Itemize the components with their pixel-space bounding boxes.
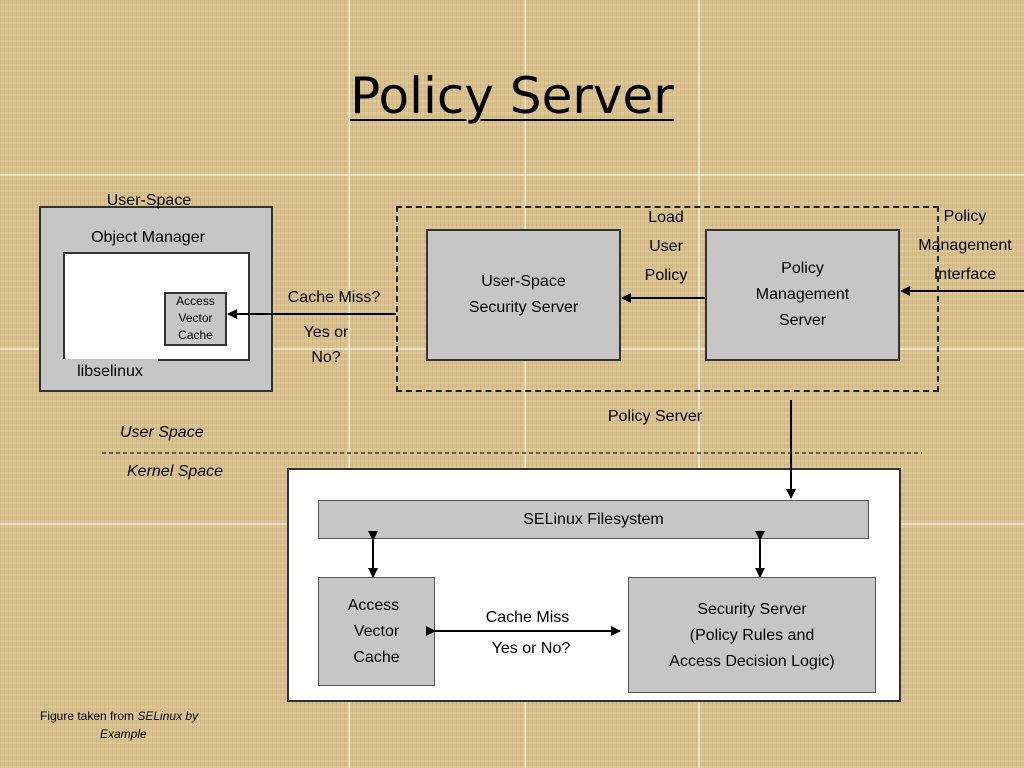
kernel-avc-line-3: Cache (353, 649, 400, 666)
avc-small-line-2: Vector (178, 311, 213, 325)
policy-management-server-box (705, 229, 900, 361)
load-user-policy-line-2: User (649, 238, 683, 255)
pmi-line-3: Interface (933, 266, 997, 283)
uss-line-2: Security Server (468, 299, 579, 316)
selinux-filesystem-label: SELinux Filesystem (523, 511, 664, 528)
avc-small-box (164, 292, 227, 346)
kernel-avc-box (318, 577, 435, 686)
kernel-yes-or-no-label: Yes or No? (491, 640, 571, 657)
figure-credit-book-2: Example (100, 727, 147, 741)
figure-credit: Figure taken from SELinux by Example (40, 707, 240, 743)
kernel-avc-line-2: Vector (353, 623, 400, 640)
kernel-avc-line-1: Access (347, 597, 400, 614)
slide-title: Policy Server (350, 67, 674, 125)
kernel-space-label: Kernel Space (127, 463, 224, 480)
policy-server-region (396, 206, 939, 392)
security-server-box (628, 577, 876, 693)
libselinux-label: libselinux (62, 359, 158, 385)
cache-miss-question: Cache Miss? (287, 289, 381, 306)
pms-line-2: Management (755, 286, 850, 303)
selinux-filesystem-box (318, 500, 869, 539)
figure-credit-book-1: SELinux by (137, 709, 199, 723)
policy-server-caption: Policy Server (607, 408, 703, 425)
security-server-line-3: Access Decision Logic) (669, 653, 835, 670)
user-space-outer-label: User-Space (106, 192, 192, 209)
uss-line-1: User-Space (481, 273, 566, 290)
load-user-policy-line-3: Policy (644, 267, 688, 284)
user-space-security-server-box (426, 229, 621, 361)
yes-or-no-line-2: No? (311, 349, 341, 366)
load-user-policy-line-1: Load (648, 209, 684, 226)
user-space-label: User Space (120, 424, 204, 441)
avc-small-line-3: Cache (178, 328, 213, 342)
kernel-cache-miss-label: Cache Miss (485, 609, 570, 626)
figure-credit-prefix: Figure taken from (40, 709, 138, 723)
yes-or-no-line-1: Yes or (303, 324, 349, 341)
security-server-line-2: (Policy Rules and (689, 627, 815, 644)
avc-small-line-1: Access (176, 294, 215, 308)
security-server-line-1: Security Server (697, 601, 807, 618)
pmi-line-2: Management (918, 237, 1012, 254)
pms-line-3: Server (778, 312, 827, 329)
object-manager-label: Object Manager (91, 229, 205, 246)
pms-line-1: Policy (781, 260, 824, 277)
pmi-line-1: Policy (943, 208, 987, 225)
